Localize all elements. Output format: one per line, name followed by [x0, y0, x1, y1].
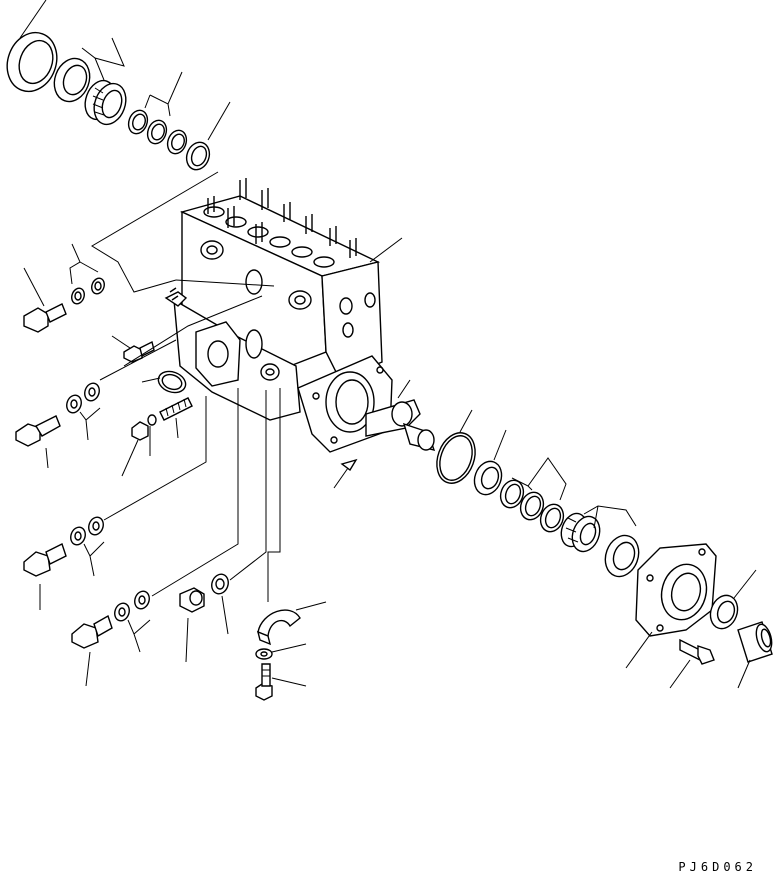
banjo-bolt-1: [24, 304, 66, 332]
bearing-race-right: [470, 458, 506, 499]
gasket-pair-2: [64, 381, 101, 415]
bearing-cover-flange: [636, 544, 716, 636]
banjo-bolt-4: [72, 616, 112, 648]
clamp: [258, 610, 300, 644]
roller-bearing-top: [80, 76, 131, 128]
flange-bolt: [680, 640, 714, 664]
cap-plug: [738, 622, 774, 662]
banjo-bolt-3: [24, 544, 66, 576]
o-ring-mid: [155, 368, 188, 396]
nut-stud-set: [132, 398, 192, 440]
stud-1: [166, 288, 186, 306]
bearing-race-top: [49, 54, 96, 107]
o-ring-right: [430, 427, 482, 488]
direction-arrow: [334, 460, 356, 488]
camshaft: [366, 380, 434, 450]
bearing-cup-right: [600, 531, 644, 581]
gasket-pair-3: [68, 515, 105, 547]
plug-with-gasket: [180, 572, 231, 612]
shim-washers-top: [125, 108, 213, 173]
banjo-bolt-2: [16, 416, 60, 446]
oil-seal-top: [0, 26, 65, 99]
oil-seal-right: [706, 592, 742, 633]
lock-washer: [256, 649, 272, 659]
shim-washers-right: [497, 477, 567, 535]
gasket-pair-1: [70, 276, 107, 305]
roller-bearing-right: [557, 510, 604, 555]
clamp-bolt: [256, 664, 272, 700]
gasket-pair-4: [112, 589, 151, 623]
drawing-code: PJ6D062: [678, 860, 757, 874]
injection-pump-body: [174, 178, 392, 452]
